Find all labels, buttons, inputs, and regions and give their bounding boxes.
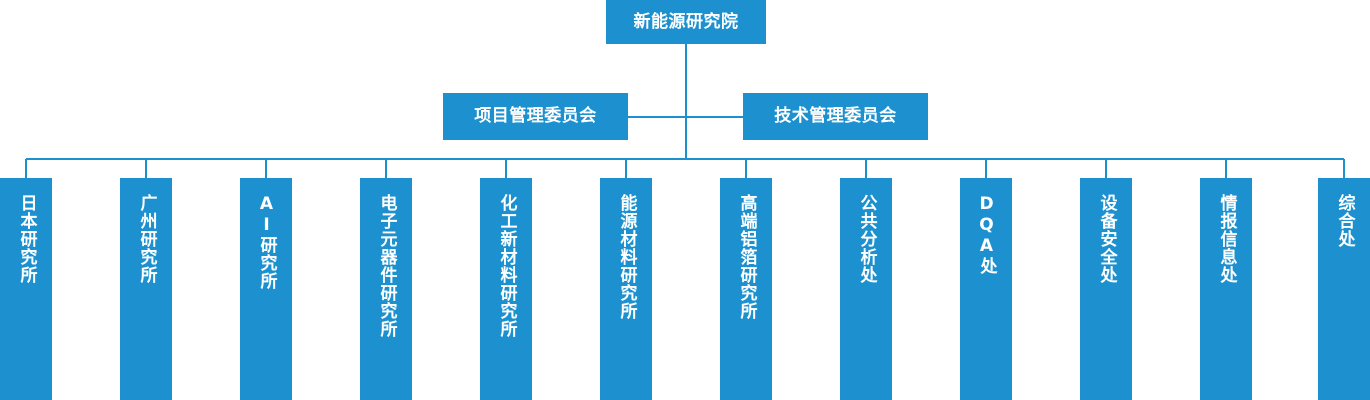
node-department-12-label: 综合处 — [1334, 194, 1355, 248]
node-department-3-label: AI研究所 — [256, 194, 277, 290]
node-department-4-label: 电子元器件研究所 — [376, 194, 397, 338]
node-department-4[interactable]: 电子元器件研究所 — [360, 178, 412, 400]
node-department-2-label: 广州研究所 — [136, 194, 157, 284]
node-root-label: 新能源研究院 — [633, 11, 739, 32]
node-department-8[interactable]: 公共分析处 — [840, 178, 892, 400]
node-department-1-label: 日本研究所 — [16, 194, 37, 284]
node-department-6-label: 能源材料研究所 — [616, 194, 637, 320]
node-project-management-committee[interactable]: 项目管理委员会 — [443, 93, 628, 140]
node-project-management-committee-label: 项目管理委员会 — [474, 106, 597, 126]
node-department-12[interactable]: 综合处 — [1318, 178, 1370, 400]
node-root[interactable]: 新能源研究院 — [606, 0, 766, 44]
node-technical-management-committee[interactable]: 技术管理委员会 — [743, 93, 928, 140]
node-department-9[interactable]: DQA处 — [960, 178, 1012, 400]
node-department-10[interactable]: 设备安全处 — [1080, 178, 1132, 400]
node-department-3[interactable]: AI研究所 — [240, 178, 292, 400]
node-department-1[interactable]: 日本研究所 — [0, 178, 52, 400]
node-department-7[interactable]: 高端铝箔研究所 — [720, 178, 772, 400]
node-department-6[interactable]: 能源材料研究所 — [600, 178, 652, 400]
node-technical-management-committee-label: 技术管理委员会 — [774, 106, 897, 126]
node-department-11-label: 情报信息处 — [1216, 194, 1237, 284]
node-department-9-label: DQA处 — [976, 194, 997, 275]
node-department-5[interactable]: 化工新材料研究所 — [480, 178, 532, 400]
node-department-11[interactable]: 情报信息处 — [1200, 178, 1252, 400]
node-department-5-label: 化工新材料研究所 — [496, 194, 517, 338]
node-department-10-label: 设备安全处 — [1096, 194, 1117, 284]
node-department-8-label: 公共分析处 — [856, 194, 877, 284]
node-department-2[interactable]: 广州研究所 — [120, 178, 172, 400]
node-department-7-label: 高端铝箔研究所 — [736, 194, 757, 320]
